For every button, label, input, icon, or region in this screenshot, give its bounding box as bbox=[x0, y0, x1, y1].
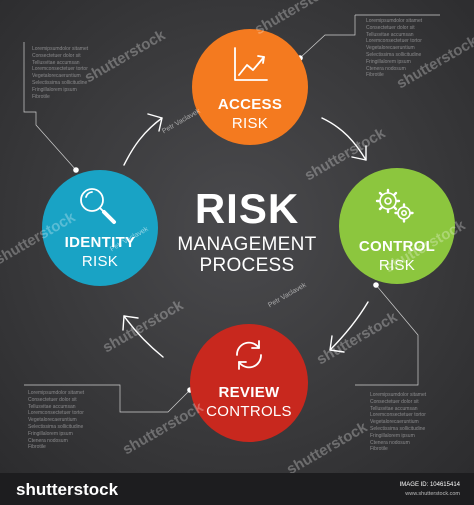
node-review-sublabel: CONTROLS bbox=[206, 403, 292, 420]
node-access-sublabel: RISK bbox=[231, 115, 269, 132]
node-identity-label: IDENTITY bbox=[64, 234, 136, 251]
node-review-controls: REVIEW CONTROLS bbox=[190, 324, 308, 442]
connector-dot bbox=[73, 167, 79, 173]
magnifier-icon bbox=[80, 188, 116, 224]
note-connector-top-left bbox=[23, 42, 77, 171]
note-connector-top-right bbox=[299, 15, 356, 59]
footer-bar: shutterstock IMAGE ID: 104615414 www.shu… bbox=[0, 473, 474, 505]
node-review-label: REVIEW bbox=[218, 384, 280, 401]
node-access-label: ACCESS bbox=[217, 96, 283, 113]
footer-brand-logo: shutterstock bbox=[16, 480, 119, 499]
node-control-risk: CONTROL RISK bbox=[339, 168, 455, 284]
connector-dot bbox=[373, 282, 379, 288]
diagram-connectors bbox=[23, 14, 440, 413]
center-title-process: PROCESS bbox=[199, 255, 295, 276]
cycle-arrow-review-to-identity bbox=[123, 315, 164, 358]
note-connector-bottom-left bbox=[24, 384, 191, 413]
node-control-label: CONTROL bbox=[358, 238, 436, 255]
cycle-arrow-control-to-review bbox=[329, 301, 369, 351]
node-identity-risk: IDENTITY RISK bbox=[42, 170, 158, 286]
center-title-management: MANAGEMENT bbox=[177, 234, 317, 255]
center-title-risk: RISK bbox=[194, 185, 300, 232]
node-access-risk: ACCESS RISK bbox=[192, 29, 308, 145]
refresh-icon bbox=[236, 340, 262, 370]
cycle-arrow-identity-to-access bbox=[123, 117, 163, 166]
note-connector-bottom-right bbox=[355, 284, 419, 386]
node-control-sublabel: RISK bbox=[378, 257, 416, 274]
gears-icon bbox=[375, 188, 414, 223]
node-identity-sublabel: RISK bbox=[81, 253, 119, 270]
cycle-arrow-access-to-control bbox=[321, 117, 367, 161]
footer-site-url: www.shutterstock.com bbox=[405, 491, 460, 497]
footer-image-id: IMAGE ID: 104615414 bbox=[399, 482, 460, 488]
chart-icon bbox=[234, 47, 268, 81]
